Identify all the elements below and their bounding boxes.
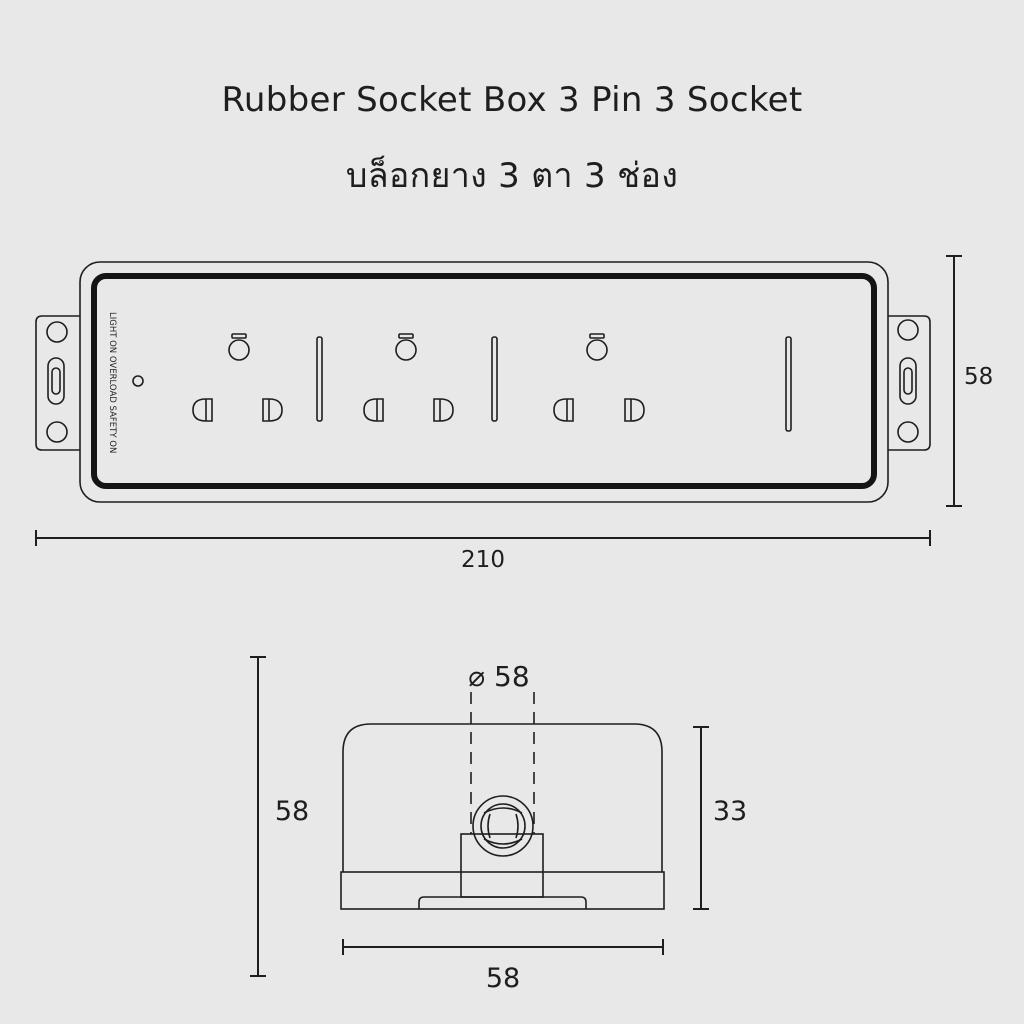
side-height-dimension (250, 656, 266, 977)
earth-pin-hole (228, 339, 250, 361)
indicator-light (132, 375, 144, 387)
diameter-label: ⌀ 58 (468, 660, 529, 693)
socket-2 (363, 333, 454, 422)
front-height-dimension (946, 255, 962, 507)
side-width-dimension (342, 939, 664, 955)
front-width-dimension (35, 530, 931, 546)
socket-1 (192, 333, 283, 422)
cable-gland-block (460, 833, 544, 898)
product-title-english: Rubber Socket Box 3 Pin 3 Socket (221, 80, 803, 120)
side-width-label: 58 (486, 963, 520, 994)
right-mounting-tab (888, 315, 931, 451)
side-base (340, 871, 665, 910)
live-pin-hole (192, 398, 213, 422)
body-height-dimension (693, 726, 709, 910)
earth-pin-hole (395, 339, 417, 361)
outer-body (79, 261, 889, 503)
neutral-pin-hole (262, 398, 283, 422)
base-foot (418, 896, 587, 909)
neutral-pin-hole (433, 398, 454, 422)
live-pin-hole (553, 398, 574, 422)
body-height-label: 33 (713, 796, 747, 827)
front-height-label: 58 (964, 364, 993, 390)
side-body (342, 723, 663, 872)
separator-1 (316, 336, 323, 422)
separator-3 (785, 336, 792, 432)
side-view (340, 692, 665, 910)
left-mounting-tab (35, 315, 80, 451)
live-pin-hole (363, 398, 384, 422)
front-width-label: 210 (461, 547, 505, 573)
cable-gland (472, 795, 534, 857)
neutral-pin-hole (624, 398, 645, 422)
earth-pin-hole (586, 339, 608, 361)
socket-3 (553, 333, 645, 422)
front-view (35, 261, 931, 503)
rubber-gasket (91, 273, 877, 489)
product-title-thai: บล็อกยาง 3 ตา 3 ช่อง (345, 156, 679, 196)
overload-label: LIGHT ON OVERLOAD SAFETY ON (107, 312, 117, 453)
side-height-label: 58 (275, 796, 309, 827)
separator-2 (491, 336, 498, 422)
